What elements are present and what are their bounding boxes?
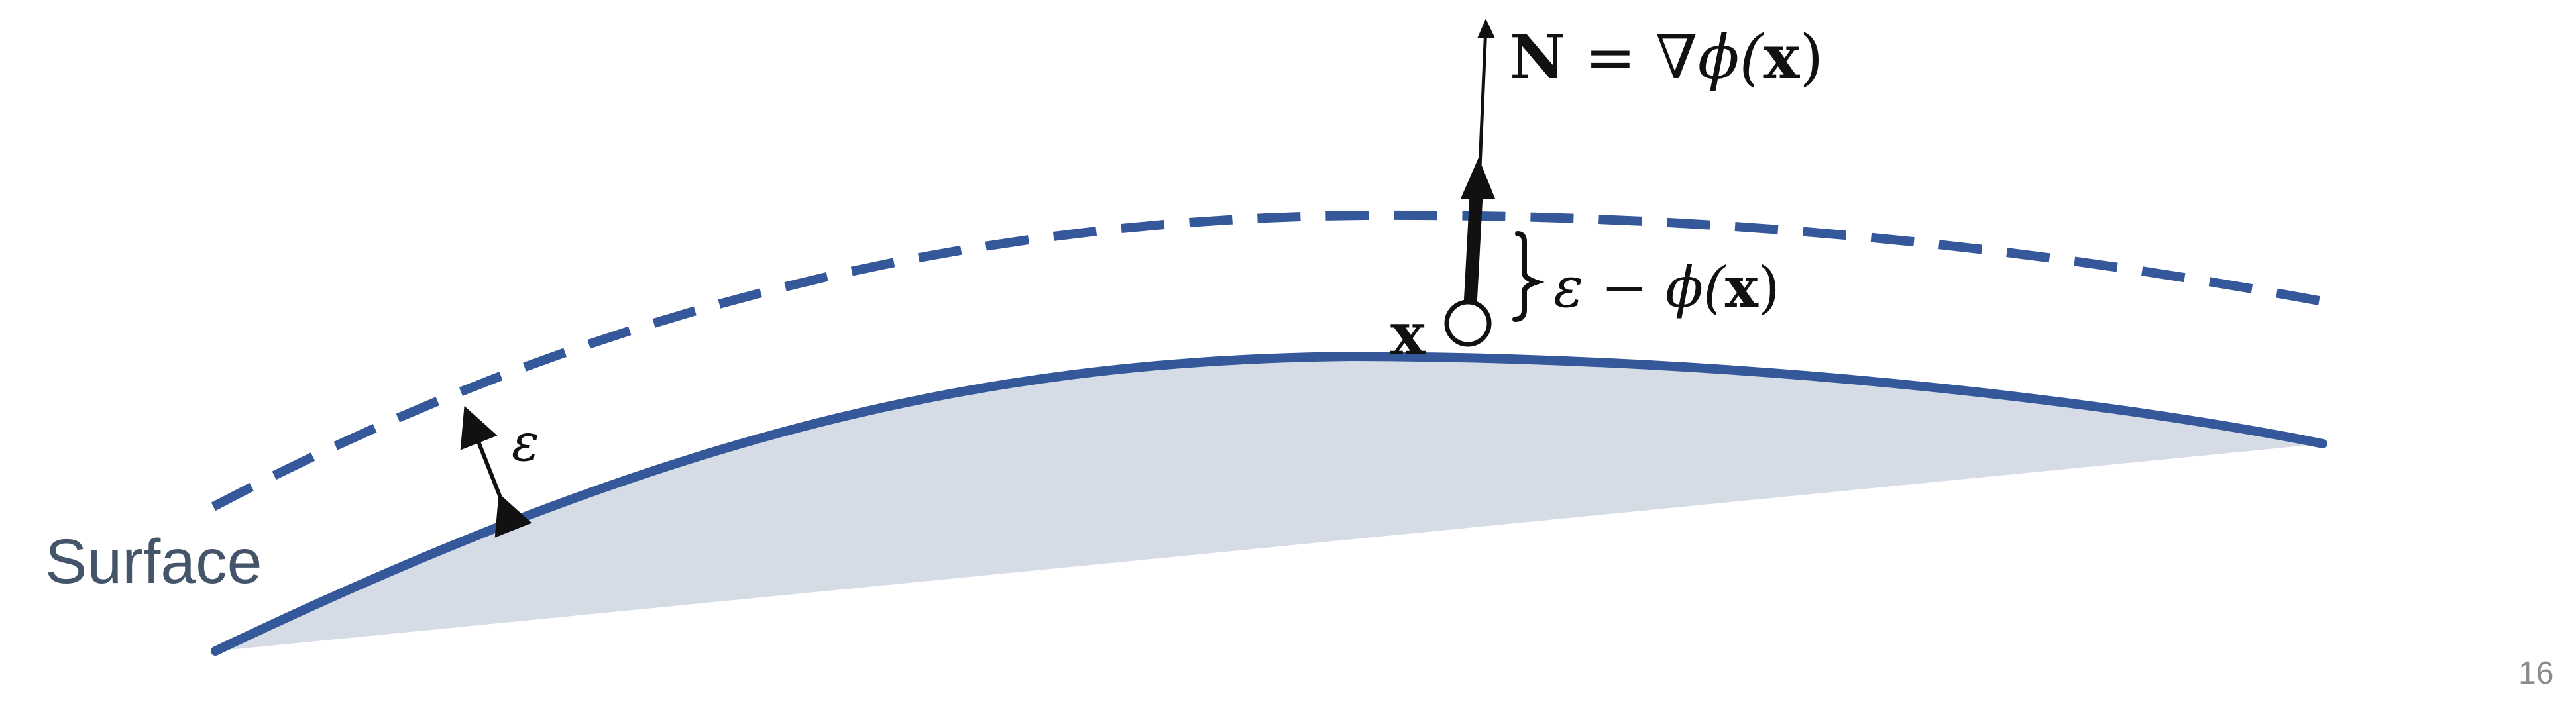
page-number: 16 (2518, 656, 2553, 691)
distance-label: ε − ϕ(x) (1553, 254, 1780, 320)
point-marker (1444, 299, 1492, 347)
distance-label-prefix: ε − ϕ( (1553, 255, 1726, 320)
epsilon-arrow (460, 405, 532, 538)
surface-curve (211, 351, 2327, 656)
normal-arrow-base (1463, 188, 1483, 312)
normal-label-rhs-prefix: = ∇ϕ( (1565, 22, 1765, 93)
normal-label: N = ∇ϕ(x) (1510, 21, 1823, 93)
distance-brace (1512, 231, 1545, 322)
normal-arrow-head (1461, 158, 1495, 199)
surface-label: Surface (45, 527, 262, 597)
surface-fill-region (215, 356, 2323, 651)
distance-label-arg: x (1725, 254, 1759, 320)
normal-label-lhs: N (1510, 21, 1565, 93)
distance-label-suffix: ) (1758, 255, 1780, 320)
normal-label-rhs-suffix: ) (1799, 22, 1823, 93)
normal-arrow-tip (1477, 19, 1495, 38)
point-label: x (1390, 299, 1426, 368)
epsilon-label: ε (512, 413, 539, 473)
normal-label-arg: x (1764, 21, 1801, 93)
offset-surface-curve (211, 210, 2324, 511)
